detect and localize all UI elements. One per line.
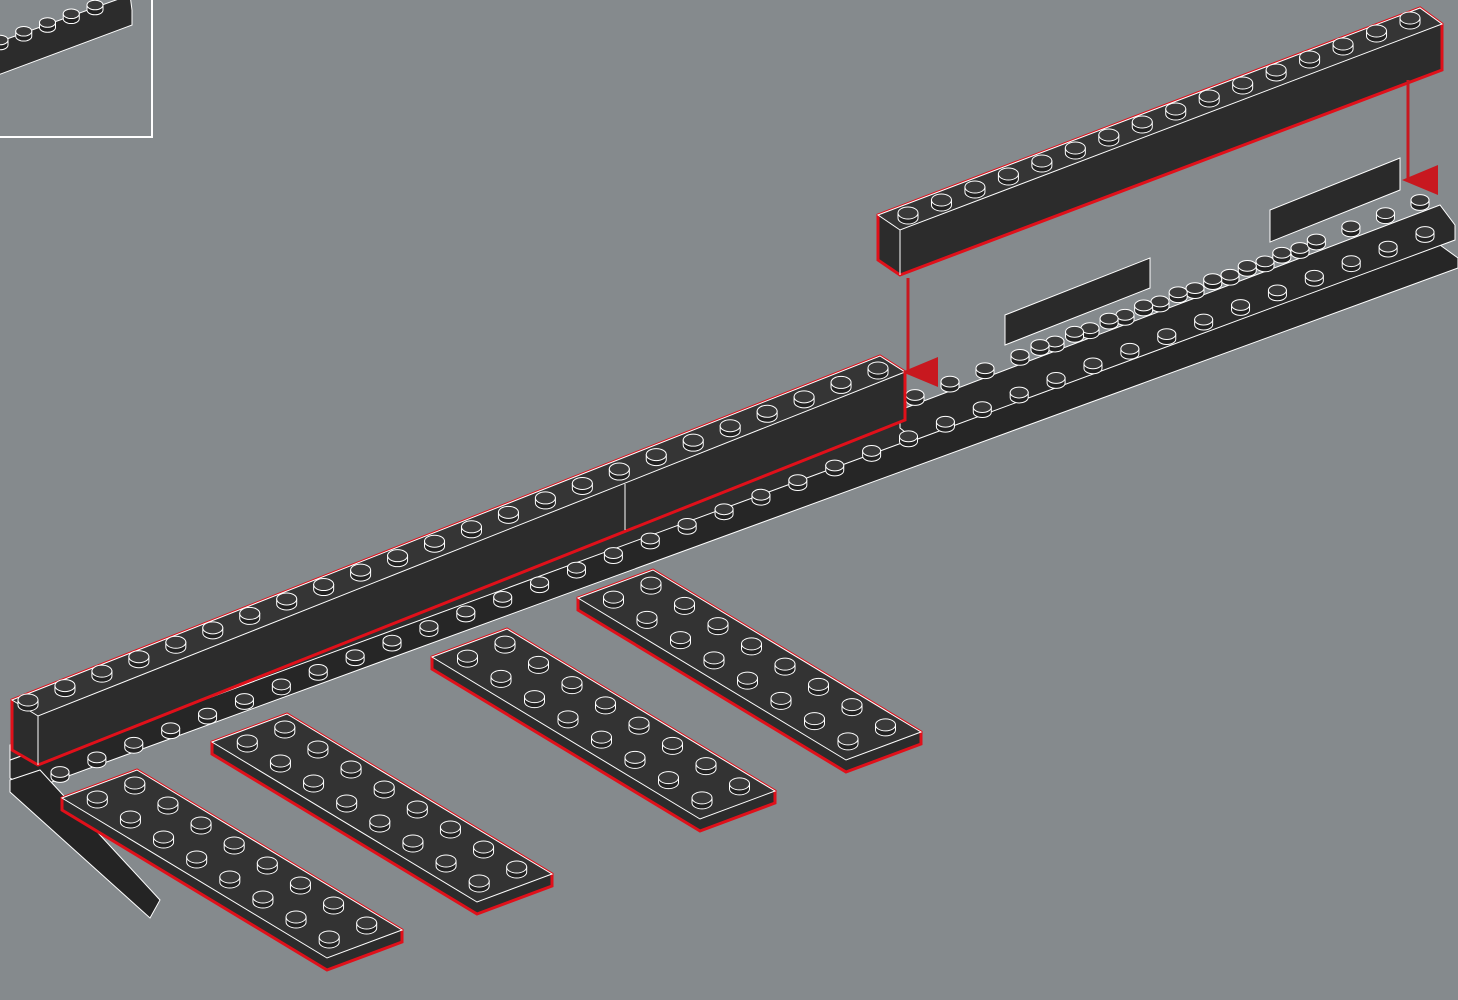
inset-detail-box (0, 0, 153, 138)
inset-brick-image (0, 0, 153, 138)
